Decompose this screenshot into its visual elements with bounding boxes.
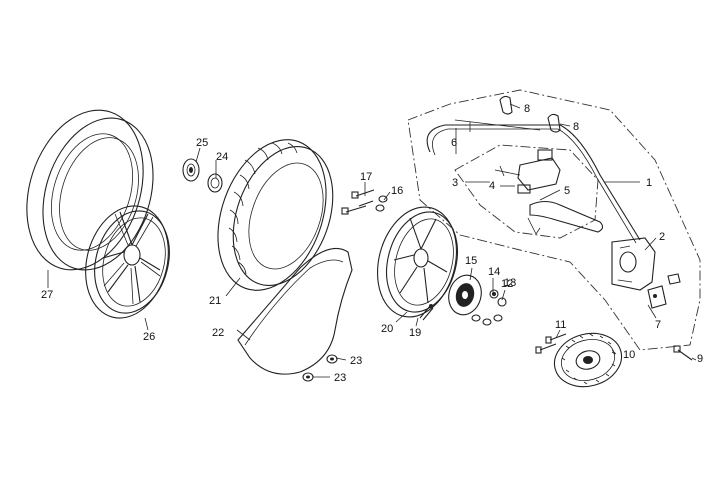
hose-clamp-upper xyxy=(499,95,513,115)
callout-labels: 1 2 3 4 5 6 7 8 8 9 10 11 12 13 14 15 16… xyxy=(41,103,703,384)
caliper-bolt xyxy=(673,345,693,361)
rear-mudguard xyxy=(237,247,353,375)
callout-21: 21 xyxy=(209,295,221,307)
callout-27: 27 xyxy=(41,289,53,301)
callout-10: 10 xyxy=(623,349,635,361)
front-bearing xyxy=(182,158,200,182)
callout-2: 2 xyxy=(659,231,665,243)
callout-24: 24 xyxy=(216,151,228,163)
brake-lever xyxy=(527,200,604,235)
callout-3: 3 xyxy=(452,177,458,189)
callout-20: 20 xyxy=(381,323,393,335)
rear-wheel-rim xyxy=(376,206,458,318)
master-cylinder xyxy=(494,149,561,194)
mudguard-nut-lower xyxy=(302,372,314,382)
callout-26: 26 xyxy=(143,331,155,343)
callout-23a: 23 xyxy=(350,355,362,367)
mudguard-nut-upper xyxy=(326,354,338,364)
front-wheel-rim xyxy=(85,205,170,319)
disc-bolts xyxy=(535,333,567,354)
callout-11: 11 xyxy=(555,319,566,331)
tire-valve xyxy=(419,304,434,321)
brake-pads xyxy=(647,273,681,309)
callout-9: 9 xyxy=(697,353,703,365)
brake-hose xyxy=(426,119,641,244)
callout-6: 6 xyxy=(451,137,457,149)
brake-caliper xyxy=(611,237,656,291)
callout-17: 17 xyxy=(360,171,372,183)
callout-19: 19 xyxy=(409,327,421,339)
leader-lines xyxy=(47,103,697,378)
callout-16: 16 xyxy=(391,185,403,197)
callout-25: 25 xyxy=(196,137,208,149)
callout-15: 15 xyxy=(465,255,477,267)
front-tire xyxy=(26,109,154,271)
callout-1: 1 xyxy=(646,177,652,189)
front-spacer xyxy=(207,173,223,193)
callout-22: 22 xyxy=(212,327,224,339)
callout-4: 4 xyxy=(489,180,495,192)
callout-8a: 8 xyxy=(524,103,530,115)
callout-12: 12 xyxy=(501,278,513,290)
rear-hub xyxy=(448,274,482,316)
brake-disc xyxy=(553,332,623,388)
callout-8b: 8 xyxy=(573,121,579,133)
hose-clamp-lower xyxy=(547,113,561,133)
callout-14: 14 xyxy=(488,266,500,278)
callout-23b: 23 xyxy=(334,372,346,384)
callout-13: 13 xyxy=(504,277,516,289)
rear-tire xyxy=(217,139,334,291)
callout-5: 5 xyxy=(564,185,570,197)
axle-bolts xyxy=(341,189,388,215)
callout-7: 7 xyxy=(655,319,661,331)
hub-washers xyxy=(471,289,507,326)
